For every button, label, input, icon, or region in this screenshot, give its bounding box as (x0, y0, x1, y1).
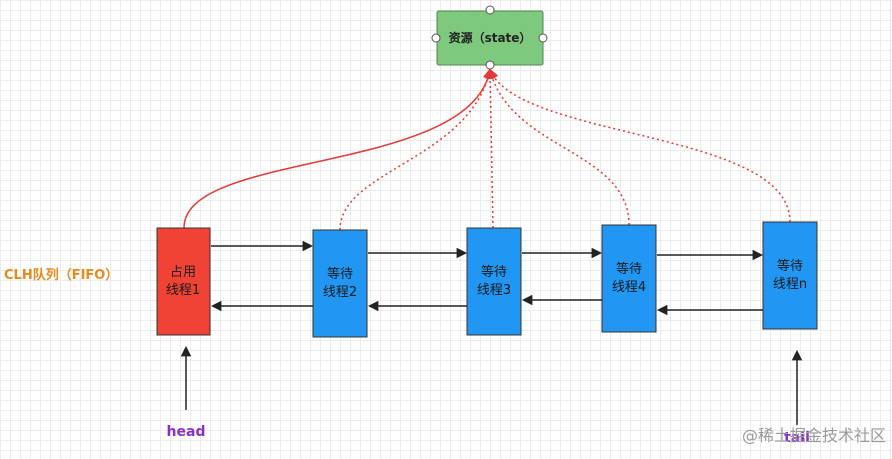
node-line1: 等待 (481, 264, 507, 280)
connector-handle-right[interactable] (538, 33, 548, 43)
resource-edges (183, 67, 791, 231)
node-line1: 占用 (170, 265, 196, 280)
queue-arrows (180, 240, 803, 425)
node-line2: 线程n (773, 277, 807, 292)
node-box (466, 227, 522, 336)
node-box (762, 221, 818, 330)
tail-label: tail (784, 430, 810, 446)
node-line1: 等待 (616, 261, 642, 277)
edge-node4-resource (486, 67, 630, 226)
node-line2: 线程1 (166, 283, 200, 298)
connector-handle-top[interactable] (485, 5, 495, 15)
thread-node-3: 等待 线程3 (466, 227, 522, 336)
resource-node: 资源（state） (431, 5, 548, 70)
edge-node1-resource (183, 67, 494, 229)
connector-handle-bottom[interactable] (485, 60, 495, 70)
queue-label: CLH队列（FIFO） (4, 267, 118, 283)
node-box (156, 227, 211, 336)
edge-node2-resource (339, 67, 494, 231)
node-line2: 线程4 (612, 280, 646, 295)
head-label: head (167, 424, 206, 440)
watermark: @稀土掘金技术社区 (742, 426, 886, 445)
node-line2: 线程2 (323, 285, 357, 300)
resource-label: 资源（state） (449, 30, 532, 45)
node-line2: 线程3 (477, 283, 511, 298)
connector-handle-left[interactable] (431, 33, 441, 43)
edge-node3-resource (484, 67, 496, 229)
thread-node-4: 等待 线程4 (601, 224, 657, 333)
node-line1: 等待 (777, 258, 803, 274)
thread-node-1: 占用 线程1 (156, 227, 211, 336)
node-line1: 等待 (327, 266, 353, 282)
node-box (312, 229, 368, 338)
node-box (601, 224, 657, 333)
thread-node-2: 等待 线程2 (312, 229, 368, 338)
thread-node-n: 等待 线程n (762, 221, 818, 330)
edge-noden-resource (488, 68, 791, 223)
